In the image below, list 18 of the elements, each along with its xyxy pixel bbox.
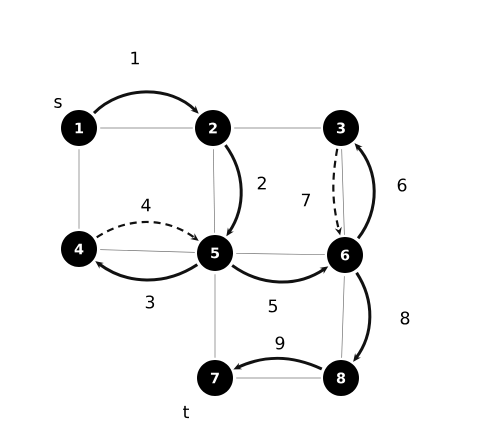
edge-label: 1 xyxy=(128,50,142,66)
edge-label: 2 xyxy=(256,176,268,190)
edge-line xyxy=(100,249,196,253)
edge-label: 4 xyxy=(140,198,152,212)
edge-label: 9 xyxy=(274,335,286,351)
edge-label: 6 xyxy=(396,177,408,193)
vertex-label: t xyxy=(183,406,189,418)
vertex-label: s xyxy=(54,98,62,108)
edge-label: 7 xyxy=(300,192,312,208)
edge-label: 5 xyxy=(266,298,280,314)
edge-line xyxy=(214,274,216,358)
edge-label: 3 xyxy=(144,294,156,310)
edge-line xyxy=(213,148,216,234)
edge-line xyxy=(341,276,345,358)
edge-line xyxy=(78,148,80,230)
edge-label: 8 xyxy=(398,310,412,326)
edge-line xyxy=(341,148,345,236)
edge-line xyxy=(236,252,326,256)
